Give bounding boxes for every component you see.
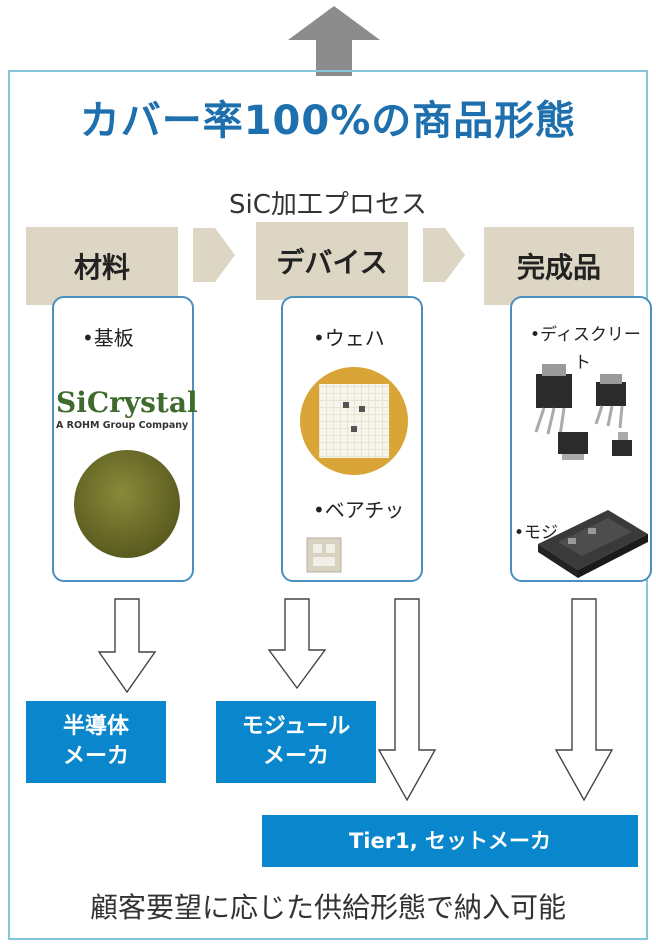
module-label: •モジ bbox=[514, 523, 559, 543]
process-label: SiC加工プロセス bbox=[229, 190, 427, 220]
wafer-label: •ウェハ bbox=[313, 326, 385, 350]
stage-material: 材料 bbox=[26, 227, 178, 305]
chevron-right-icon bbox=[193, 228, 235, 282]
sic-substrate-image bbox=[74, 450, 180, 558]
discrete-packages-image bbox=[534, 364, 632, 460]
logo-sub-text: A ROHM Group Company bbox=[56, 420, 189, 431]
page-title: カバー率100%の商品形態 bbox=[79, 98, 577, 144]
stage-material-label: 材料 bbox=[73, 251, 130, 284]
logo-main-text: SiCrystal bbox=[56, 386, 198, 419]
power-module-image bbox=[538, 510, 648, 578]
bare-chip-label: •ベアチッ bbox=[313, 498, 405, 522]
sicrystal-logo: SiCrystal A ROHM Group Company bbox=[56, 386, 198, 431]
product-card: •ディスクリー ト •モジ bbox=[510, 296, 652, 582]
down-arrow-icon bbox=[554, 598, 614, 802]
up-arrow-icon bbox=[288, 6, 380, 76]
module-maker-line2: メーカ bbox=[262, 744, 329, 769]
down-arrow-icon bbox=[377, 598, 437, 802]
down-arrow-icon bbox=[97, 598, 157, 694]
wafer-image bbox=[300, 367, 408, 475]
footer-text: 顧客要望に応じた供給形態で納入可能 bbox=[89, 891, 566, 924]
material-card: •基板 SiCrystal A ROHM Group Company bbox=[52, 296, 198, 582]
tier1-maker-label: Tier1, セットメーカ bbox=[348, 828, 552, 853]
stage-product: 完成品 bbox=[484, 227, 634, 305]
stage-device-label: デバイス bbox=[276, 246, 388, 279]
down-arrow-icon bbox=[267, 598, 327, 690]
device-card: •ウェハ •ベアチッ bbox=[281, 296, 423, 582]
semiconductor-maker-line2: メーカ bbox=[62, 744, 129, 769]
semiconductor-maker-box: 半導体 メーカ bbox=[26, 701, 166, 783]
module-maker-line1: モジュール bbox=[241, 714, 351, 740]
bare-chip-image bbox=[306, 537, 342, 573]
module-maker-box: モジュール メーカ bbox=[216, 701, 376, 783]
chevron-right-icon bbox=[423, 228, 465, 282]
semiconductor-maker-line1: 半導体 bbox=[62, 714, 129, 740]
stage-device: デバイス bbox=[256, 222, 408, 300]
tier1-maker-box: Tier1, セットメーカ bbox=[262, 815, 638, 867]
substrate-label: •基板 bbox=[82, 326, 134, 350]
discrete-label-cont: ト bbox=[574, 353, 591, 373]
discrete-label: •ディスクリー bbox=[530, 325, 641, 345]
stage-product-label: 完成品 bbox=[516, 251, 601, 284]
